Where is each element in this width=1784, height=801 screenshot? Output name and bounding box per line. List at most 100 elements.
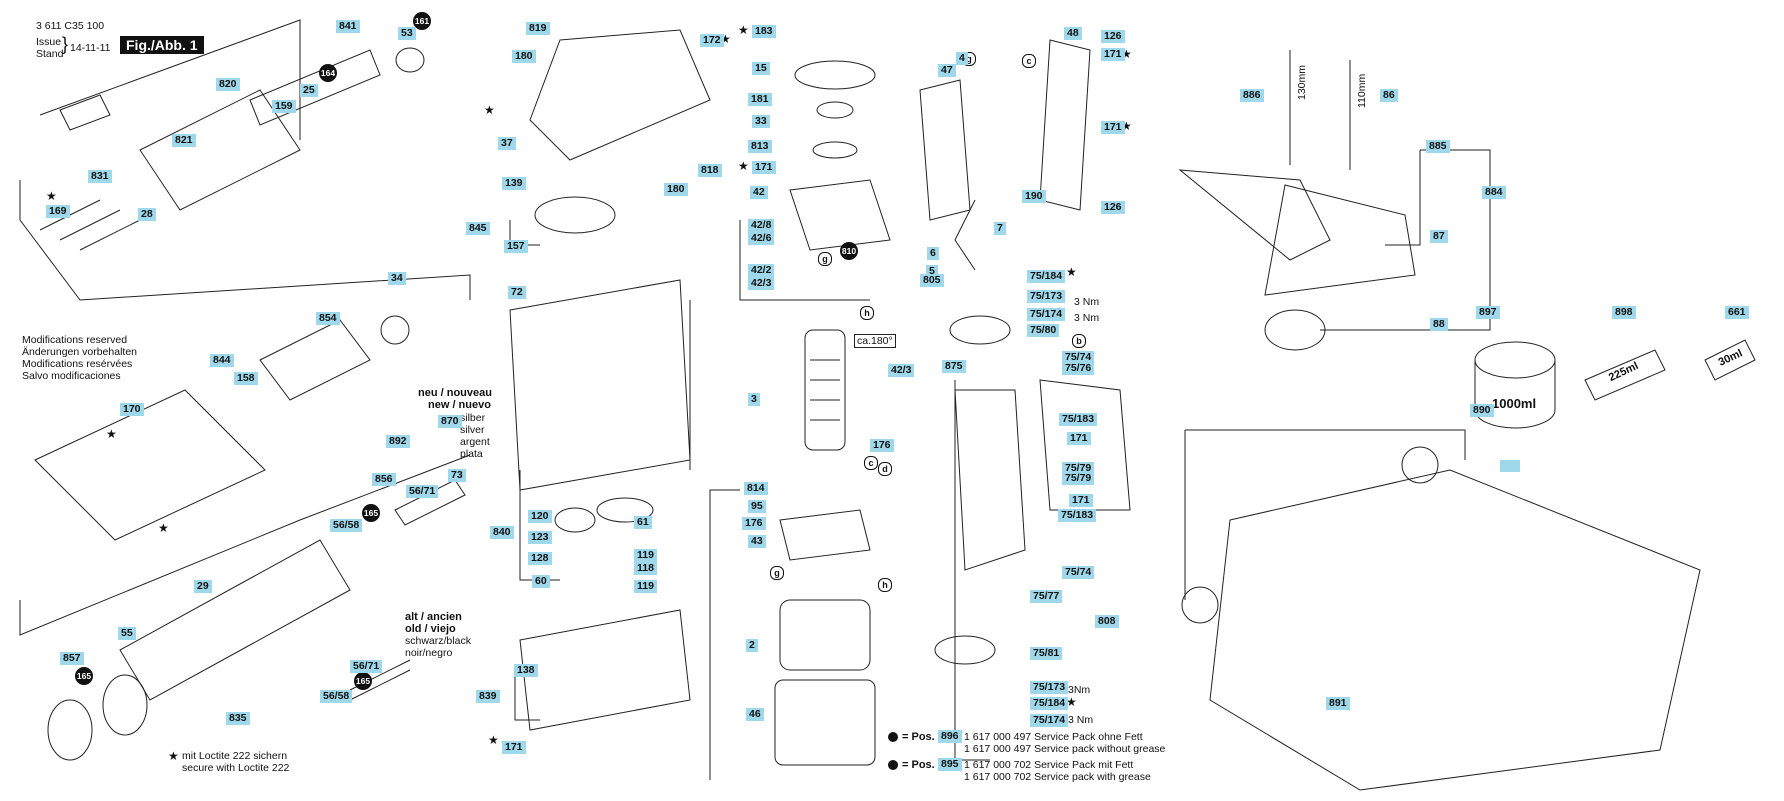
part-label-75-81: 75/81 — [1030, 647, 1063, 660]
marker-165-a: 165 — [362, 504, 380, 522]
loctite-note-de: mit Loctite 222 sichern — [182, 750, 288, 762]
part-label-170: 170 — [120, 403, 144, 416]
torque-note-2: 3 Nm — [1074, 312, 1100, 324]
part-label-126: 126 — [1101, 30, 1125, 43]
service-pack-2-line-1: 1 617 000 702 Service Pack mit Fett — [964, 759, 1134, 771]
star-icon-171-r2: ★ — [1121, 119, 1132, 133]
part-label-75-183: 75/183 — [1059, 413, 1098, 426]
part-label-75-173: 75/173 — [1030, 681, 1069, 694]
part-label-128: 128 — [528, 552, 552, 565]
part-label-891: 891 — [1326, 697, 1350, 710]
part-label-875: 875 — [942, 360, 966, 373]
wire-marker-c-1: c — [1022, 54, 1036, 68]
part-label-75-174: 75/174 — [1030, 714, 1069, 727]
part-label-75-184: 75/184 — [1030, 697, 1069, 710]
part-label-172: 172 — [700, 34, 724, 47]
part-label-56-58: 56/58 — [330, 519, 363, 532]
part-label-138: 138 — [514, 664, 538, 677]
part-label-171: 171 — [1101, 121, 1125, 134]
part-label-15: 15 — [752, 62, 770, 75]
service-pack-2-line-2: 1 617 000 702 Service pack with grease — [964, 771, 1151, 783]
part-label-75-183: 75/183 — [1058, 509, 1097, 522]
service-pack-1-line-1: 1 617 000 497 Service Pack ohne Fett — [964, 731, 1143, 743]
part-label-854: 854 — [316, 312, 340, 325]
part-label-892: 892 — [386, 435, 410, 448]
part-label-898: 898 — [1612, 306, 1636, 319]
torque-note-4: 3 Nm — [1068, 714, 1094, 726]
part-label-181: 181 — [748, 93, 772, 106]
part-label-56-58: 56/58 — [320, 690, 353, 703]
part-label-831: 831 — [88, 170, 112, 183]
part-label-75-173: 75/173 — [1027, 290, 1066, 303]
part-label-897: 897 — [1476, 306, 1500, 319]
wire-marker-h-2: h — [878, 578, 892, 592]
wire-marker-g-2: g — [818, 252, 832, 266]
part-label-814: 814 — [744, 482, 768, 495]
part-label-42: 42 — [750, 186, 768, 199]
modifications-note-4: Salvo modificaciones — [22, 370, 121, 382]
new-version-line-2: new / nuevo — [428, 399, 491, 411]
service-pack-1-line-2: 1 617 000 497 Service pack without greas… — [964, 743, 1166, 755]
part-label-171: 171 — [502, 741, 526, 754]
part-label-61: 61 — [634, 516, 652, 529]
part-label-75-76: 75/76 — [1062, 362, 1095, 375]
torque-note-1: 3 Nm — [1074, 296, 1100, 308]
wire-marker-h-1: h — [860, 306, 874, 320]
part-label-886: 886 — [1240, 89, 1264, 102]
service-pack-1-pos-label: = Pos. — [902, 731, 935, 743]
issue-brace: } — [62, 34, 69, 54]
star-icon-172: ★ — [720, 32, 731, 46]
part-label-75-79: 75/79 — [1062, 462, 1095, 475]
unlabeled-tag — [1500, 460, 1520, 472]
part-label-42-3: 42/3 — [888, 364, 915, 377]
part-label-856: 856 — [372, 473, 396, 486]
service-pack-marker-2 — [888, 760, 898, 770]
loctite-note-en: secure with Loctite 222 — [182, 762, 290, 774]
star-icon-171-center: ★ — [738, 159, 749, 173]
part-label-890: 890 — [1470, 404, 1494, 417]
part-label-37: 37 — [498, 137, 516, 150]
part-label-176: 176 — [870, 439, 894, 452]
service-pack-2-pos-label: = Pos. — [902, 759, 935, 771]
part-label-47: 47 — [938, 64, 956, 77]
part-label-123: 123 — [528, 531, 552, 544]
marker-165-b: 165 — [75, 667, 93, 685]
part-label-75-74: 75/74 — [1062, 566, 1095, 579]
torque-note-3: 3Nm — [1068, 684, 1091, 696]
part-label-34: 34 — [388, 272, 406, 285]
part-label-42-8: 42/8 — [748, 219, 775, 232]
part-label-120: 120 — [528, 510, 552, 523]
modifications-note-2: Änderungen vorbehalten — [22, 346, 138, 358]
part-label-840: 840 — [490, 526, 514, 539]
part-label-819: 819 — [526, 22, 550, 35]
dimension-110: 110mm — [1356, 73, 1368, 108]
issue-date: 14-11-11 — [70, 42, 111, 54]
old-color-2: noir/negro — [405, 647, 453, 659]
star-icon-183: ★ — [738, 23, 749, 37]
star-icon-75-184-a: ★ — [1066, 265, 1077, 279]
part-label-75-79: 75/79 — [1062, 472, 1095, 485]
star-icon-169: ★ — [46, 189, 57, 203]
part-label-190: 190 — [1022, 190, 1046, 203]
part-label-42-3: 42/3 — [748, 277, 775, 290]
part-label-73: 73 — [448, 469, 466, 482]
part-label-818: 818 — [698, 164, 722, 177]
new-version-line-1: neu / nouveau — [418, 387, 492, 399]
service-pack-1-pos: 896 — [938, 730, 962, 743]
part-label-86: 86 — [1380, 89, 1398, 102]
new-color-1: silber — [460, 412, 486, 424]
part-label-4: 4 — [956, 52, 968, 65]
wire-marker-d: d — [878, 462, 892, 476]
part-label-95: 95 — [748, 500, 766, 513]
part-label-119: 119 — [634, 580, 657, 593]
star-icon-170: ★ — [106, 427, 117, 441]
part-label-176: 176 — [742, 517, 766, 530]
part-label-7: 7 — [994, 222, 1006, 235]
part-label-884: 884 — [1482, 186, 1506, 199]
marker-165-c: 165 — [354, 672, 372, 690]
star-icon-171-top: ★ — [484, 103, 495, 117]
part-label-25: 25 — [300, 84, 318, 97]
part-label-180: 180 — [512, 50, 536, 63]
figure-title: Fig./Abb. 1 — [120, 36, 204, 54]
part-label-28: 28 — [138, 208, 156, 221]
